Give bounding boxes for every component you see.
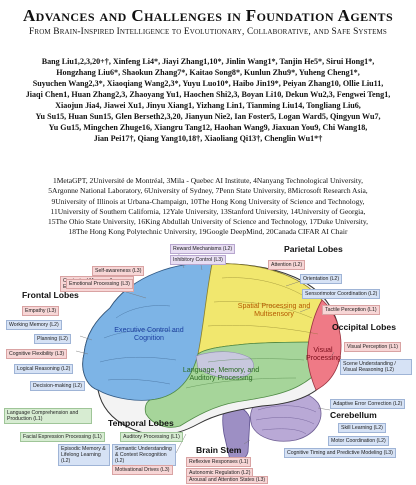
tag-working-memory: Working Memory (L2) [6,320,62,331]
author-line: Jian Pei17†, Qiang Yang10,18†, Xiaoliang… [93,134,323,143]
tag-reflexive: Reflexive Responses (L1) [186,457,252,468]
tag-decision-making: Decision-making (L2) [30,381,86,392]
tag-episodic-memory: Episodic Memory & Lifelong Learning (L2) [58,444,110,467]
occipital-lobe-region [307,299,342,391]
author-line: Hongzhang Liu6*, Shaokun Zhang7*, Kaitao… [56,68,360,77]
tag-emotional: Emotional Processing (L3) [66,279,133,290]
tag-arousal: Arousal and Attention States (L3) [186,476,269,485]
author-line: Jiaqi Chen1, Huan Zhang2,3, Zhaoyang Yu1… [25,90,391,99]
tag-motivational: Motivational Drives (L3) [112,465,173,476]
tag-inhibitory: Inhibitory Control (L3) [170,255,226,266]
tag-motor-coordination: Motor Coordination (L2) [328,436,389,447]
author-line: Bang Liu1,2,3,20+†, Xinfeng Li4*, Jiayi … [41,57,375,66]
paper-subtitle: From Brain-Inspired Intelligence to Evol… [29,27,387,37]
cerebellum-folds [255,405,317,435]
author-line: Yu Su15, Huan Sun15, Glen Berseth2,3,20,… [35,112,381,121]
author-line: Xiaojun Jia4, Jiawei Xu1, Jinyu Xiang1, … [55,101,361,110]
tag-language-comprehension: Language Comprehension and Production (L… [4,408,92,425]
tag-cognitive-timing: Cognitive Timing and Predictive Modeling… [284,448,396,459]
tag-sensorimotor: Sensorimotor Coordination (L2) [302,289,381,300]
paper-title: Advances and Challenges in Foundation Ag… [22,6,394,25]
cerebellum-title: Cerebellum [330,410,377,420]
tag-self-awareness: Self-awareness (L3) [92,266,145,277]
limbic-region [195,351,254,379]
brain-figure: Parietal Lobes Frontal Lobes Occipital L… [0,238,416,485]
tag-orientation: Orientation (L2) [300,274,343,285]
tag-reward: Reward Mechanisms (L2) [170,244,236,255]
tag-logical-reasoning: Logical Reasoning (L2) [14,364,74,375]
tag-adaptive-error: Adaptive Error Correction (L2) [330,399,406,410]
tag-empathy: Empathy (L3) [22,306,60,317]
author-line: Suyuchen Wang2,3*, Xiaoqiang Wang2,3*, Y… [32,79,384,88]
affiliation-list: 1MetaGPT, 2Université de Montréal, 3Mila… [6,176,410,238]
tag-scene-understanding: Scene Understanding / Visual Reasoning (… [340,359,412,376]
temporal-gyri [185,358,305,389]
tag-skill-learning: Skill Learning (L2) [338,423,386,434]
tag-cognitive-flexibility: Cognitive Flexibility (L3) [6,349,68,360]
affiliation-line: 9University of Illinois at Urbana-Champa… [51,196,365,206]
temporal-lobe-region [144,341,328,428]
author-list: Bang Liu1,2,3,20+†, Xinfeng Li4*, Jiayi … [8,56,408,144]
tag-planning: Planning (L2) [34,334,71,345]
author-line: Yu Gu15, Mingchen Zhuge16, Xiangru Tang1… [48,123,368,132]
affiliation-line: 15The Ohio State University, 16King Abdu… [47,217,369,227]
tag-auditory: Auditory Processing (L1) [120,432,183,443]
parietal-lobe-title: Parietal Lobes [284,244,343,254]
visual-region-label: Visual Processing [306,346,342,362]
frontal-lobe-title: Frontal Lobes [22,290,79,300]
frontal-gyri [99,305,181,385]
affiliation-line: 1MetaGPT, 2Université de Montréal, 3Mila… [52,176,364,185]
affiliation-line: 11University of Southern California, 12Y… [50,206,366,216]
language-region-label: Language, Memory, and Auditory Processin… [182,366,260,382]
tag-visual-perception: Visual Perception (L1) [344,342,401,353]
tag-facial-expression: Facial Expression Processing (L1) [20,432,105,443]
occipital-lobe-title: Occipital Lobes [332,322,396,332]
executive-region-label: Executive Control and Cognition [114,326,184,342]
affiliation-line: 18The Hong Kong Polytechnic University, … [68,227,348,237]
spatial-region-label: Spatial Processing and Multisensory [237,302,311,318]
brainstem-title: Brain Stem [196,445,242,455]
tag-tactile: Tactile Perception (L1) [322,305,380,316]
tag-attention: Attention (L2) [268,260,306,271]
tag-semantic-understanding: Semantic Understanding & Context Recogni… [112,444,176,467]
affiliation-line: 5Argonne National Laboratory, 6Universit… [48,186,368,196]
temporal-lobe-title: Temporal Lobes [108,418,174,428]
